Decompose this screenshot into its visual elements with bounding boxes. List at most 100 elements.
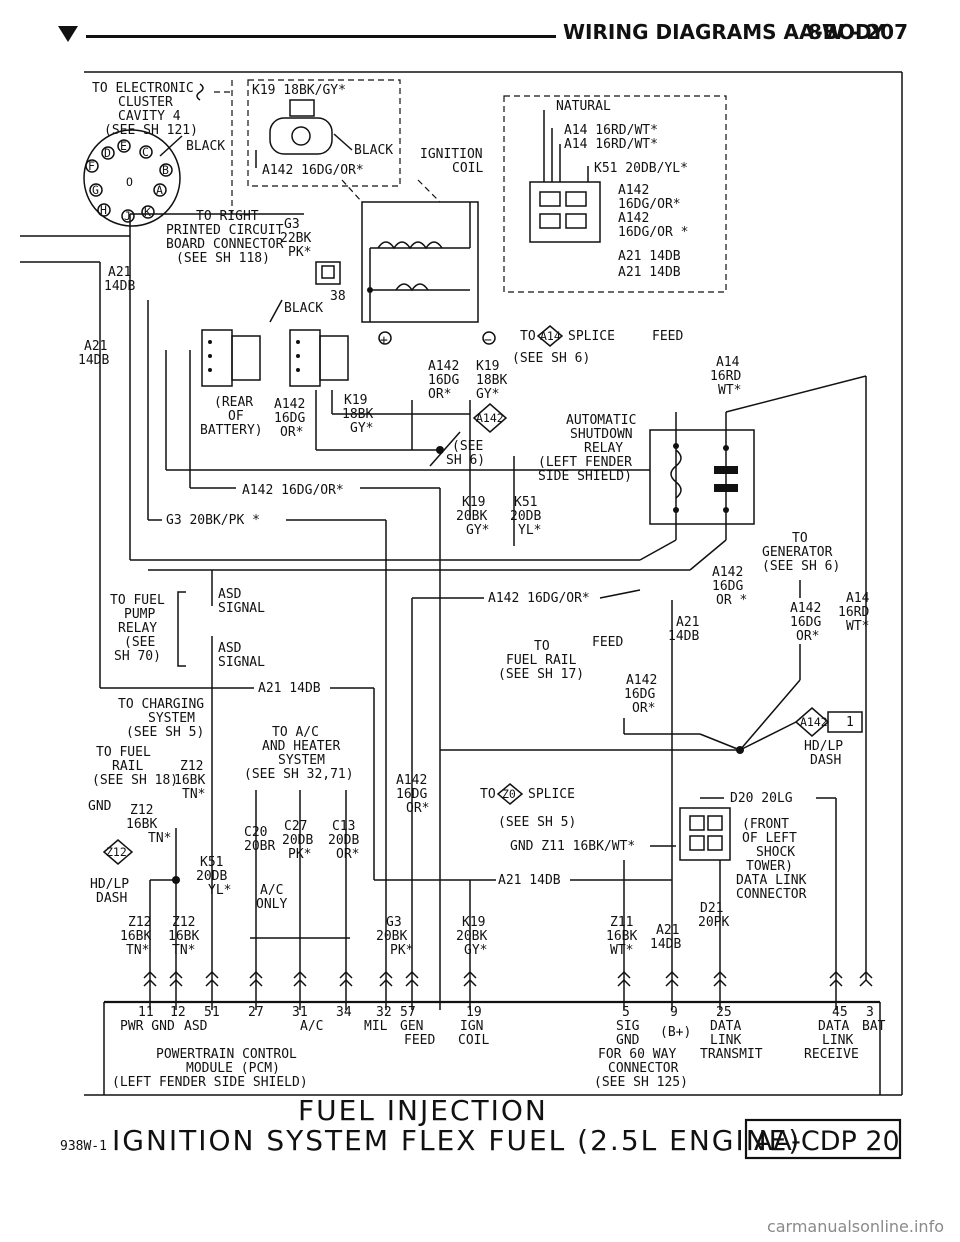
svg-text:K51 20DB/YL*: K51 20DB/YL* (594, 161, 688, 176)
svg-text:TOWER): TOWER) (746, 859, 793, 874)
ignition-coil: IGNITION COIL + − A142 16DG OR* K19 18BK… (341, 147, 507, 402)
svg-text:OR*: OR* (632, 701, 655, 716)
diagram-title-line2: IGNITION SYSTEM FLEX FUEL (2.5L ENGINE) (112, 1124, 801, 1157)
svg-text:WT*: WT* (610, 943, 633, 958)
svg-text:GY*: GY* (476, 387, 499, 402)
svg-text:TO: TO (534, 639, 550, 654)
svg-text:K: K (144, 205, 151, 219)
svg-text:K19 18BK/GY*: K19 18BK/GY* (252, 83, 346, 98)
svg-text:16DG/OR*: 16DG/OR* (618, 197, 681, 212)
natural-connector-box: NATURAL A14 16RD/WT* A14 16RD/WT* K51 20… (503, 95, 727, 293)
svg-text:(SEE SH 32,71): (SEE SH 32,71) (244, 767, 354, 782)
svg-text:(B+): (B+) (660, 1025, 691, 1040)
svg-text:−: − (484, 333, 492, 348)
cluster-label-2: CLUSTER (118, 95, 173, 110)
svg-text:A14: A14 (846, 591, 870, 606)
svg-text:J: J (124, 209, 131, 223)
svg-text:20PK: 20PK (698, 915, 729, 930)
svg-text:Z11: Z11 (610, 915, 633, 930)
svg-text:27: 27 (248, 1005, 264, 1020)
a14-diamond (536, 325, 564, 347)
svg-text:SHOCK: SHOCK (756, 845, 795, 860)
svg-text:Z12: Z12 (130, 803, 153, 818)
svg-text:TO A/C: TO A/C (272, 725, 319, 740)
svg-text:F: F (88, 159, 95, 173)
svg-text:A21: A21 (656, 923, 679, 938)
svg-text:COIL: COIL (452, 161, 483, 176)
svg-text:31: 31 (292, 1005, 308, 1020)
svg-text:(LEFT FENDER: (LEFT FENDER (538, 455, 632, 470)
charging-area: TO CHARGING SYSTEM (SEE SH 5) TO FUEL RA… (88, 697, 205, 1010)
svg-text:TN*: TN* (126, 943, 149, 958)
data-link-connector: D20 20LG (FRONT OF LEFT SHOCK TOWER) DAT… (606, 791, 837, 1010)
svg-text:HD/LP: HD/LP (90, 877, 129, 892)
svg-text:A142: A142 (626, 673, 657, 688)
svg-text:16BK: 16BK (168, 929, 199, 944)
svg-text:GND Z11 16BK/WT*: GND Z11 16BK/WT* (510, 839, 635, 854)
svg-text:A142: A142 (800, 715, 828, 729)
svg-text:SIGNAL: SIGNAL (218, 601, 265, 616)
svg-text:D: D (104, 146, 111, 160)
svg-text:(SEE SH 18): (SEE SH 18) (92, 773, 178, 788)
page-header: WIRING DIAGRAMS AA-BODY 8W - 207 (58, 18, 908, 54)
header-title: WIRING DIAGRAMS AA-BODY (563, 20, 885, 44)
svg-text:PRINTED CIRCUIT: PRINTED CIRCUIT (166, 223, 284, 238)
svg-text:A142: A142 (396, 773, 427, 788)
cluster-feed-squiggle (196, 83, 204, 101)
svg-text:A21: A21 (84, 339, 107, 354)
svg-text:TO: TO (480, 787, 496, 802)
svg-text:TO FUEL: TO FUEL (110, 593, 165, 608)
svg-text:WT*: WT* (718, 383, 741, 398)
header-section-number: 8W - 207 (808, 20, 908, 44)
svg-text:(REAR: (REAR (214, 395, 253, 410)
svg-text:BLACK: BLACK (284, 301, 323, 316)
svg-text:45: 45 (832, 1005, 848, 1020)
svg-text:OR*: OR* (280, 425, 303, 440)
svg-text:B: B (162, 163, 169, 177)
svg-text:(SEE SH 125): (SEE SH 125) (594, 1075, 688, 1090)
svg-text:16DG: 16DG (274, 411, 305, 426)
svg-text:16BK: 16BK (120, 929, 151, 944)
svg-text:TO: TO (792, 531, 808, 546)
fuel-pump-relay: TO FUEL PUMP RELAY (SEE SH 70) ASD SIGNA… (100, 570, 496, 1010)
svg-text:16BK: 16BK (606, 929, 637, 944)
svg-text:OR*: OR* (796, 629, 819, 644)
svg-text:5: 5 (622, 1005, 630, 1020)
ac-heater-area: TO A/C AND HEATER SYSTEM (SEE SH 32,71) … (196, 725, 359, 1010)
svg-text:A142 16DG/OR*: A142 16DG/OR* (262, 163, 364, 178)
svg-text:GEN: GEN (400, 1019, 423, 1034)
svg-text:TN*: TN* (148, 831, 171, 846)
svg-text:CONNECTOR: CONNECTOR (608, 1061, 679, 1076)
svg-text:1: 1 (846, 715, 854, 730)
svg-text:A21 14DB: A21 14DB (618, 265, 681, 280)
header-rule (86, 35, 556, 38)
svg-text:TN*: TN* (182, 787, 205, 802)
svg-text:D21: D21 (700, 901, 723, 916)
svg-text:POWERTRAIN CONTROL: POWERTRAIN CONTROL (156, 1047, 297, 1062)
svg-text:GY*: GY* (464, 943, 487, 958)
svg-text:DASH: DASH (96, 891, 127, 906)
svg-text:16DG: 16DG (790, 615, 821, 630)
svg-text:TO RIGHT: TO RIGHT (196, 209, 259, 224)
cluster-connector-circle (83, 129, 181, 227)
svg-text:OR *: OR * (716, 593, 747, 608)
svg-text:RELAY: RELAY (118, 621, 157, 636)
svg-text:TO FUEL: TO FUEL (96, 745, 151, 760)
svg-text:16RD: 16RD (838, 605, 869, 620)
svg-text:A142: A142 (790, 601, 821, 616)
svg-text:C20: C20 (244, 825, 267, 840)
svg-text:G: G (92, 183, 99, 197)
svg-text:SYSTEM: SYSTEM (148, 711, 195, 726)
svg-text:(SEE: (SEE (124, 635, 155, 650)
diagram-code-box (744, 1118, 902, 1160)
pcm-connector: 11 12 51 27 31 34 32 57 19 PWR GND ASD A… (103, 1000, 881, 1095)
svg-text:TO: TO (520, 329, 536, 344)
svg-text:38: 38 (330, 289, 346, 304)
svg-text:20DB: 20DB (282, 833, 313, 848)
svg-text:WT*: WT* (846, 619, 869, 634)
svg-text:PK*: PK* (288, 847, 311, 862)
svg-text:FEED: FEED (592, 635, 623, 650)
generator-area: TO GENERATOR (SEE SH 6) A142 16DG OR * A… (712, 531, 870, 751)
svg-text:14DB: 14DB (78, 353, 109, 368)
svg-text:FEED: FEED (652, 329, 683, 344)
